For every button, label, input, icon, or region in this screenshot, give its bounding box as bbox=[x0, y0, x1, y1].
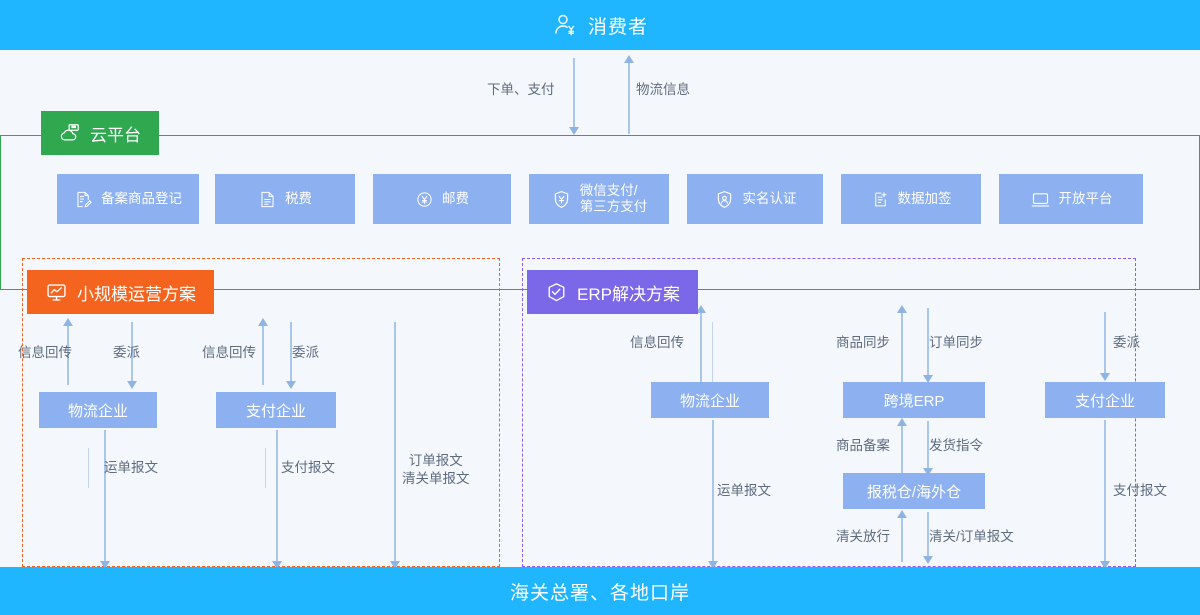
shield-user-icon bbox=[714, 189, 735, 210]
erp-arrow-product-sync bbox=[901, 312, 903, 382]
erp-label-order-sync: 订单同步 bbox=[929, 335, 983, 350]
small-label-order-message-line2: 清关单报文 bbox=[402, 471, 470, 487]
cloud-platform-tag-label: 云平台 bbox=[90, 125, 141, 145]
service-label-wechat-pay-line2: 第三方支付 bbox=[579, 199, 648, 214]
erp-arrow-info-return bbox=[700, 312, 702, 382]
small-scheme-tag-label: 小规模运营方案 bbox=[77, 284, 196, 304]
service-box-data-sign[interactable]: 数据加签 bbox=[841, 174, 981, 224]
small-label-info-return-logistics: 信息回传 bbox=[18, 345, 72, 360]
flow-label-order-pay: 下单、支付 bbox=[487, 82, 555, 97]
small-arrow-delegate-payment bbox=[290, 322, 292, 382]
erp-scheme-tag-label: ERP解决方案 bbox=[577, 284, 680, 304]
entity-box-logistics-erp[interactable]: 物流企业 bbox=[651, 382, 769, 418]
service-label-wechat-pay-line1: 微信支付/ bbox=[579, 182, 638, 198]
consumer-banner-inner: 消费者 bbox=[552, 12, 648, 39]
small-divider-waybill bbox=[88, 448, 90, 488]
monitor-icon bbox=[1030, 189, 1051, 210]
flow-arrow-logistics-info bbox=[628, 62, 630, 134]
erp-arrow-waybill-message bbox=[712, 420, 714, 562]
small-scheme-panel bbox=[22, 258, 500, 567]
small-label-delegate-payment: 委派 bbox=[292, 345, 319, 360]
service-box-filing[interactable]: 备案商品登记 bbox=[57, 174, 199, 224]
service-label-data-sign: 数据加签 bbox=[897, 190, 952, 206]
erp-arrow-product-filing bbox=[901, 425, 903, 473]
entity-label-logistics-erp: 物流企业 bbox=[679, 392, 740, 410]
cloud-server-icon bbox=[59, 122, 81, 144]
erp-label-delivery-order: 发货指令 bbox=[929, 438, 983, 453]
small-divider-payment bbox=[265, 448, 267, 488]
small-label-payment-message: 支付报文 bbox=[281, 460, 335, 475]
service-box-wechat-pay[interactable]: 微信支付/ 第三方支付 bbox=[529, 174, 669, 224]
erp-label-product-sync: 商品同步 bbox=[836, 335, 890, 350]
service-box-postage[interactable]: 邮费 bbox=[373, 174, 511, 224]
consumer-banner: 消费者 bbox=[0, 0, 1200, 50]
service-label-tax: 税费 bbox=[285, 190, 312, 206]
service-box-open-platform[interactable]: 开放平台 bbox=[999, 174, 1143, 224]
service-label-open-platform: 开放平台 bbox=[1058, 190, 1113, 206]
erp-label-payment-message: 支付报文 bbox=[1113, 483, 1167, 498]
entity-label-payment-erp: 支付企业 bbox=[1074, 392, 1135, 410]
service-label-filing: 备案商品登记 bbox=[101, 190, 182, 206]
entity-box-cross-border-erp[interactable]: 跨境ERP bbox=[843, 382, 985, 418]
small-arrow-info-return-payment bbox=[262, 325, 264, 385]
yen-circle-icon bbox=[415, 190, 434, 209]
small-arrow-order-customs-message bbox=[394, 322, 396, 562]
small-arrow-delegate-logistics bbox=[131, 322, 133, 382]
small-label-waybill-message: 运单报文 bbox=[104, 460, 158, 475]
entity-label-logistics-small: 物流企业 bbox=[67, 402, 128, 420]
erp-label-product-filing: 商品备案 bbox=[836, 438, 890, 453]
entity-label-cross-border-erp: 跨境ERP bbox=[883, 392, 945, 410]
tax-document-icon bbox=[258, 190, 277, 209]
flow-label-logistics-info: 物流信息 bbox=[636, 82, 690, 97]
entity-box-payment-small[interactable]: 支付企业 bbox=[216, 392, 336, 428]
erp-checklist-icon bbox=[545, 281, 568, 304]
erp-label-customs-order-message: 清关/订单报文 bbox=[929, 529, 1014, 544]
entity-box-logistics-small[interactable]: 物流企业 bbox=[39, 392, 157, 428]
erp-scheme-tag[interactable]: ERP解决方案 bbox=[527, 270, 698, 314]
customs-banner-label: 海关总署、各地口岸 bbox=[509, 582, 690, 604]
erp-arrow-delivery-order bbox=[927, 421, 929, 469]
small-label-order-customs-message: 订单报文 清关单报文 bbox=[402, 452, 470, 488]
erp-divider-info-return bbox=[712, 322, 714, 382]
erp-label-delegate-payment: 委派 bbox=[1113, 335, 1140, 350]
small-arrow-info-return-logistics bbox=[67, 325, 69, 385]
service-label-realname: 实名认证 bbox=[742, 190, 797, 206]
user-yen-icon bbox=[552, 12, 578, 38]
service-label-wechat-pay: 微信支付/ 第三方支付 bbox=[580, 183, 648, 216]
cloud-platform-tag[interactable]: 云平台 bbox=[41, 111, 159, 155]
erp-arrow-payment-message bbox=[1104, 420, 1106, 562]
small-scheme-tag[interactable]: 小规模运营方案 bbox=[27, 270, 214, 314]
service-box-realname[interactable]: 实名认证 bbox=[687, 174, 823, 224]
erp-arrow-customs-release bbox=[901, 517, 903, 562]
cloud-services-row: 备案商品登记 税费 邮费 bbox=[0, 174, 1200, 224]
entity-box-bonded-warehouse[interactable]: 报税仓/海外仓 bbox=[843, 473, 985, 509]
shield-pay-icon bbox=[551, 189, 572, 210]
flow-arrow-order-pay bbox=[573, 58, 575, 128]
document-edit-icon bbox=[74, 190, 93, 209]
service-box-tax[interactable]: 税费 bbox=[215, 174, 355, 224]
erp-arrow-order-sync bbox=[927, 308, 929, 376]
service-label-postage: 邮费 bbox=[442, 190, 469, 206]
consumer-label: 消费者 bbox=[587, 16, 648, 38]
erp-label-info-return: 信息回传 bbox=[630, 335, 684, 350]
chart-monitor-icon bbox=[45, 281, 68, 304]
erp-arrow-delegate-payment bbox=[1104, 312, 1106, 374]
small-arrow-payment-message bbox=[276, 430, 278, 562]
customs-banner: 海关总署、各地口岸 bbox=[0, 567, 1200, 615]
small-label-order-message-line1: 订单报文 bbox=[408, 453, 463, 468]
entity-box-payment-erp[interactable]: 支付企业 bbox=[1045, 382, 1165, 418]
erp-label-waybill-message: 运单报文 bbox=[717, 483, 771, 498]
small-label-info-return-payment: 信息回传 bbox=[202, 345, 256, 360]
document-plus-icon bbox=[871, 190, 890, 209]
small-label-delegate-logistics: 委派 bbox=[113, 345, 140, 360]
erp-arrow-customs-order-message bbox=[927, 512, 929, 557]
entity-label-bonded-warehouse: 报税仓/海外仓 bbox=[866, 483, 962, 501]
erp-label-customs-release: 清关放行 bbox=[836, 529, 890, 544]
entity-label-payment-small: 支付企业 bbox=[245, 402, 306, 420]
small-arrow-waybill-message bbox=[104, 430, 106, 562]
